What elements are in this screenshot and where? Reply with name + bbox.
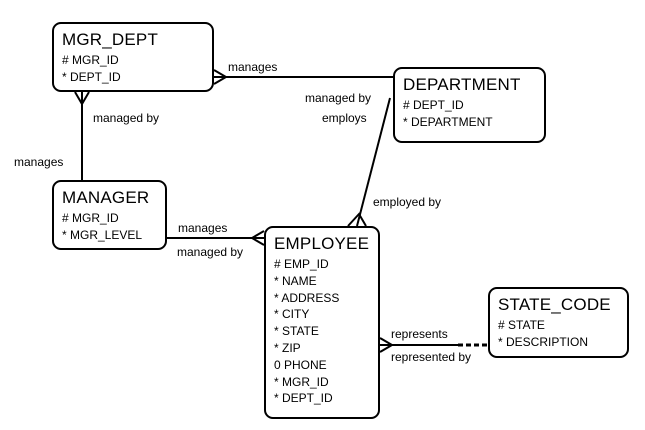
attribute: * NAME bbox=[274, 273, 317, 288]
attribute: * DESCRIPTION bbox=[498, 334, 589, 349]
entity-manager[interactable]: MANAGER # MGR_ID * MGR_LEVEL bbox=[52, 180, 167, 250]
attribute: * MGR_ID bbox=[274, 374, 329, 389]
attribute: # EMP_ID bbox=[274, 257, 329, 271]
attribute: 0 PHONE bbox=[274, 357, 327, 372]
entity-title: EMPLOYEE bbox=[274, 234, 370, 253]
entity-employee[interactable]: EMPLOYEE # EMP_ID * NAME * ADDRESS * CIT… bbox=[264, 226, 380, 419]
rel-line-department-employee bbox=[356, 97, 391, 227]
rel-label-manager-manages: manages bbox=[178, 221, 228, 235]
entity-title: MANAGER bbox=[62, 188, 150, 207]
crowfoot-mgrdept-department bbox=[213, 69, 228, 85]
crowfoot-mgrdept-manager bbox=[74, 91, 90, 106]
entity-mgr-dept[interactable]: MGR_DEPT # MGR_ID * DEPT_ID bbox=[52, 22, 214, 92]
rel-label-mgrdept-manages: manages bbox=[228, 60, 278, 74]
rel-label-statecode-represented-by: represented by bbox=[391, 350, 472, 364]
attribute: * DEPT_ID bbox=[274, 391, 333, 406]
attribute: * MGR_LEVEL bbox=[62, 227, 143, 242]
attribute: * DEPARTMENT bbox=[403, 114, 493, 129]
entity-title: MGR_DEPT bbox=[62, 30, 159, 49]
rel-label-employee-employed-by: employed by bbox=[373, 195, 442, 209]
entity-state-code[interactable]: STATE_CODE # STATE * DESCRIPTION bbox=[488, 287, 629, 358]
rel-label-department-employs: employs bbox=[322, 111, 367, 125]
crowfoot-manager-employee bbox=[250, 230, 265, 246]
attribute: * STATE bbox=[274, 324, 319, 339]
entity-title: DEPARTMENT bbox=[403, 75, 521, 94]
attribute: # MGR_ID bbox=[62, 211, 119, 225]
rel-label-employee-represents: represents bbox=[391, 327, 448, 341]
rel-label-manager-manages-mgrdept: manages bbox=[14, 155, 64, 169]
entity-title: STATE_CODE bbox=[498, 295, 611, 314]
rel-label-employee-managed-by: managed by bbox=[177, 245, 244, 259]
attribute: * DEPT_ID bbox=[62, 69, 121, 84]
rel-label-mgrdept-managed-by: managed by bbox=[93, 111, 160, 125]
crowfoot-employee-statecode bbox=[379, 337, 394, 353]
entity-department[interactable]: DEPARTMENT # DEPT_ID * DEPARTMENT bbox=[393, 67, 546, 143]
attribute: # DEPT_ID bbox=[403, 98, 464, 112]
attribute: # MGR_ID bbox=[62, 53, 119, 67]
attribute: * ZIP bbox=[274, 340, 301, 355]
attribute: # STATE bbox=[498, 318, 545, 332]
attribute: * CITY bbox=[274, 307, 310, 322]
attribute: * ADDRESS bbox=[274, 290, 340, 305]
rel-label-department-managed-by: managed by bbox=[305, 91, 372, 105]
crowfoot-department-employee bbox=[347, 212, 367, 227]
